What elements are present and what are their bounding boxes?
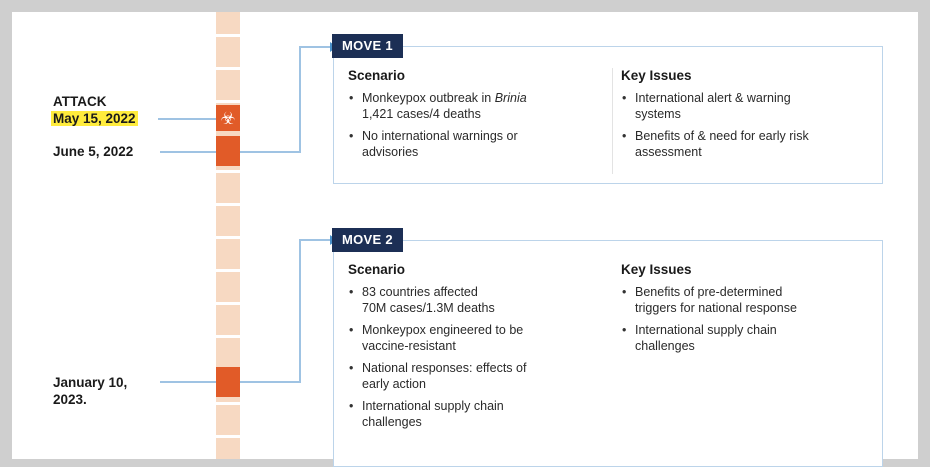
list-item: International supply chain challenges xyxy=(348,398,598,430)
timeline-divider xyxy=(216,302,240,305)
timeline-divider xyxy=(216,170,240,173)
scenario-text: 83 countries affected xyxy=(362,285,478,299)
attack-marker: ☣ xyxy=(216,105,240,131)
move1-connector xyxy=(299,46,331,48)
scenario-text: 1,421 cases/4 deaths xyxy=(362,107,481,121)
scenario-text: International supply chain xyxy=(362,399,504,413)
move1-tab: MOVE 1 xyxy=(332,34,403,58)
scenario-text: Monkeypox outbreak in xyxy=(362,91,495,105)
timeline-divider xyxy=(216,34,240,37)
list-item: National responses: effects of early act… xyxy=(348,360,598,392)
move1-connector xyxy=(299,47,301,153)
move2-key-issues: Key Issues Benefits of pre-determined tr… xyxy=(621,262,871,360)
move2-connector xyxy=(240,381,301,383)
scenario-text: early action xyxy=(362,377,426,391)
issue-text: systems xyxy=(635,107,681,121)
list-item: 83 countries affected 70M cases/1.3M dea… xyxy=(348,284,598,316)
attack-title: ATTACK xyxy=(53,94,107,109)
location-name: Brinia xyxy=(494,91,527,105)
list-item: Benefits of pre-determined triggers for … xyxy=(621,284,871,316)
issue-text: International supply chain xyxy=(635,323,777,337)
list-item: Monkeypox outbreak in Brinia 1,421 cases… xyxy=(348,90,598,122)
move2-connector xyxy=(299,239,331,241)
list-item: Benefits of & need for early risk assess… xyxy=(621,128,871,160)
scenario-text: challenges xyxy=(362,415,422,429)
move2-connector xyxy=(299,240,301,383)
column-divider xyxy=(612,68,613,174)
timeline-divider xyxy=(216,67,240,70)
key-issues-heading: Key Issues xyxy=(621,68,692,83)
scenario-text: No international warnings or xyxy=(362,129,518,143)
timeline-divider xyxy=(216,203,240,206)
scenario-heading: Scenario xyxy=(348,262,406,277)
issue-text: triggers for national response xyxy=(635,301,797,315)
move2-date-connector xyxy=(160,381,216,383)
scenario-heading: Scenario xyxy=(348,68,406,83)
move2-marker xyxy=(216,367,240,397)
timeline-divider xyxy=(216,100,240,103)
timeline-divider xyxy=(216,269,240,272)
move2-tab: MOVE 2 xyxy=(332,228,403,252)
issue-text: assessment xyxy=(635,145,702,159)
attack-label: ATTACK May 15, 2022 xyxy=(51,93,138,127)
move1-scenario: Scenario Monkeypox outbreak in Brinia 1,… xyxy=(348,68,598,166)
move1-connector xyxy=(240,151,301,153)
issue-text: Benefits of pre-determined xyxy=(635,285,783,299)
move1-date: June 5, 2022 xyxy=(53,144,134,159)
timeline-divider xyxy=(216,335,240,338)
list-item: International alert & warning systems xyxy=(621,90,871,122)
issue-text: Benefits of & need for early risk xyxy=(635,129,809,143)
attack-date: May 15, 2022 xyxy=(51,111,138,126)
scenario-text: Monkeypox engineered to be xyxy=(362,323,524,337)
attack-connector xyxy=(158,118,216,120)
scenario-text: vaccine-resistant xyxy=(362,339,456,353)
scenario-timeline-figure: ☣ ATTACK May 15, 2022 June 5, 2022 Janua… xyxy=(12,12,918,467)
move1-key-issues: Key Issues International alert & warning… xyxy=(621,68,871,166)
timeline-divider xyxy=(216,402,240,405)
move2-date: January 10, 2023. xyxy=(53,374,127,408)
scenario-text: advisories xyxy=(362,145,419,159)
list-item: No international warnings or advisories xyxy=(348,128,598,160)
list-item: Monkeypox engineered to be vaccine-resis… xyxy=(348,322,598,354)
move2-date-line: January 10, xyxy=(53,375,128,390)
move2-scenario: Scenario 83 countries affected 70M cases… xyxy=(348,262,598,436)
issue-text: challenges xyxy=(635,339,695,353)
issue-text: International alert & warning xyxy=(635,91,791,105)
timeline-divider xyxy=(216,236,240,239)
move1-marker xyxy=(216,136,240,166)
timeline-divider xyxy=(216,435,240,438)
key-issues-heading: Key Issues xyxy=(621,262,692,277)
scenario-text: National responses: effects of xyxy=(362,361,527,375)
move2-date-line: 2023. xyxy=(53,392,87,407)
move1-date-connector xyxy=(160,151,216,153)
list-item: International supply chain challenges xyxy=(621,322,871,354)
biohazard-icon: ☣ xyxy=(220,108,236,128)
scenario-text: 70M cases/1.3M deaths xyxy=(362,301,495,315)
